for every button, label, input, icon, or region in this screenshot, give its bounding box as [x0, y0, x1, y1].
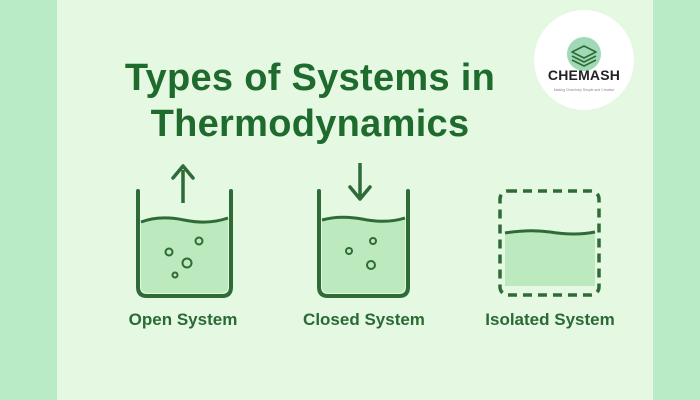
isolated-system-illustration: [498, 189, 601, 297]
title-line-1: Types of Systems in: [124, 57, 496, 99]
chemash-logo: CHEMASH Making Chemistry Simple and Crea…: [534, 10, 634, 110]
open-molecules: [164, 236, 204, 279]
open-container: [136, 189, 233, 298]
closed-container: [317, 189, 410, 298]
closed-liquid-surface: [321, 215, 406, 223]
isolated-liquid: [505, 230, 595, 286]
isolated-container: [498, 189, 601, 297]
open-liquid: [141, 217, 228, 293]
page-title: Types of Systems in Thermodynamics: [110, 55, 510, 147]
layers-icon: [567, 37, 601, 71]
open-liquid-surface: [140, 216, 229, 224]
isolated-liquid-surface: [504, 229, 596, 236]
logo-tagline: Making Chemistry Simple and Creative: [553, 88, 615, 92]
open-system-illustration: [136, 164, 233, 298]
closed-system-illustration: [317, 163, 410, 298]
label-closed-system: Closed System: [303, 310, 425, 329]
closed-liquid: [322, 217, 405, 293]
label-open-system: Open System: [128, 310, 238, 329]
title-line-2: Thermodynamics: [150, 103, 470, 145]
arrow-down-icon: [348, 163, 372, 201]
arrow-up-icon: [171, 164, 195, 203]
logo-name: CHEMASH: [547, 67, 621, 83]
label-isolated-system: Isolated System: [485, 310, 615, 329]
closed-molecules: [345, 237, 377, 270]
